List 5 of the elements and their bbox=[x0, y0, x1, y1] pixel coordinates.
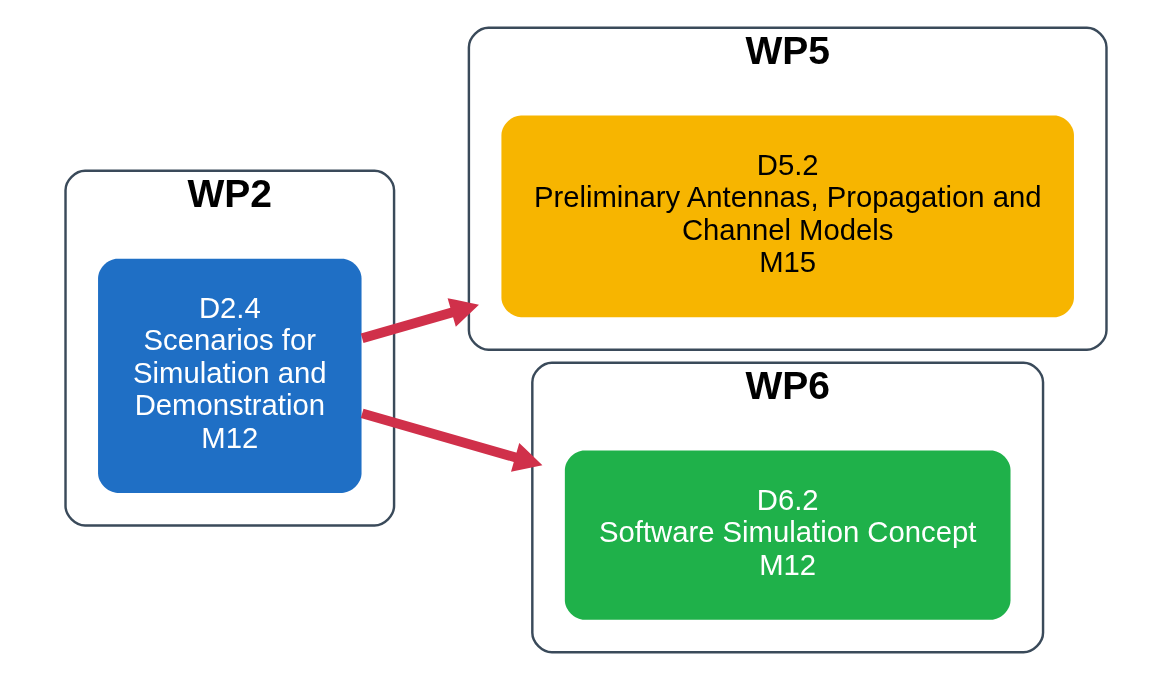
arrow bbox=[360, 298, 479, 343]
node-box: D2.4 Scenarios for Simulation and Demonstration M12 bbox=[98, 258, 362, 493]
node-box: D6.2 Software Simulation Concept M12 bbox=[564, 450, 1011, 620]
arrow bbox=[360, 408, 543, 472]
node-box: D5.2 Preliminary Antennas, Propagation and Channel Models M15 bbox=[501, 115, 1074, 318]
